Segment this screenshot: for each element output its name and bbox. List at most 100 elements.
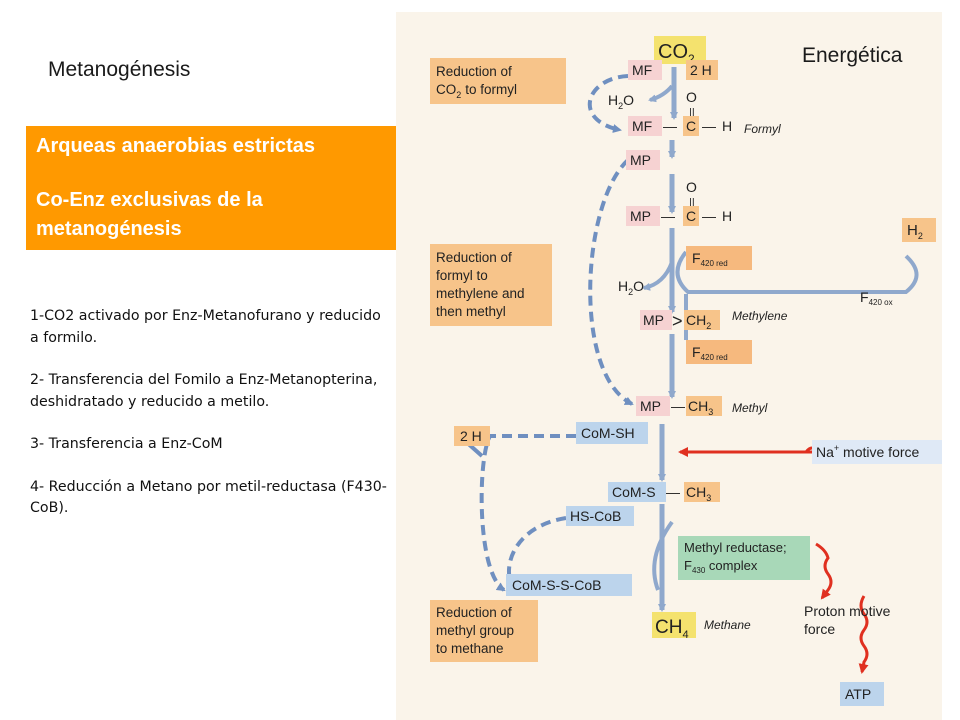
mf-formyl-box [628, 116, 662, 136]
atp-label: ATP [845, 686, 871, 702]
atp-box [840, 682, 884, 706]
hsh-recycle-arrow [479, 434, 576, 592]
proton-force-line1: Proton motive [804, 603, 891, 619]
bond-dash: — [702, 118, 716, 134]
formyl-double-bond: || [689, 107, 695, 119]
na-force-label: Na+ motive force [816, 443, 920, 460]
two-h-box [686, 60, 718, 80]
h2o-out-arrow [648, 84, 674, 103]
header-spacer [36, 161, 426, 186]
f420-red-box-2 [686, 340, 752, 364]
header-line-3: metanogénesis [36, 218, 182, 240]
h2o-out-arrow [642, 261, 674, 291]
ch3-box [686, 396, 722, 416]
methyl-reductase-line1: Methyl reductase; [684, 540, 787, 555]
step-3: 3- Transferencia a Enz-CoM [30, 436, 223, 452]
methyl-reductase-line2: F430 complex [684, 558, 758, 575]
bond-dash: — [666, 484, 680, 500]
header-line-1: Arqueas anaerobias estrictas [36, 135, 316, 157]
mp-methyl-box [636, 396, 670, 416]
carbon-label: C [686, 118, 696, 134]
reduction-co2-line1: Reduction of [436, 64, 512, 79]
mf-recycle-arrow [587, 74, 629, 133]
ch3-label-2: CH3 [686, 484, 711, 503]
carbon-box [683, 206, 699, 226]
mp-formyl-double-bond: || [689, 197, 695, 209]
proton-wavy-arrow [858, 595, 869, 674]
mp-methylene-box [640, 310, 672, 330]
co2-box [654, 36, 706, 64]
methane-label: Methane [704, 618, 751, 632]
ch2-label: CH2 [686, 312, 711, 331]
reduction-formyl-line1: Reduction of [436, 250, 512, 265]
corner-label: Energética [802, 44, 903, 67]
f420-red-label-1: F420 red [692, 250, 728, 268]
bond-dash: — [663, 118, 677, 134]
com-s-box [608, 482, 666, 502]
h2-box [902, 218, 936, 242]
reduction-formyl-line3: methylene and [436, 286, 525, 301]
f420-red-box-1 [686, 246, 752, 270]
ch3-box-2 [684, 482, 720, 502]
h2-label: H2 [907, 222, 923, 241]
mf-box [628, 60, 662, 80]
mp-methylene-label: MP [643, 312, 664, 328]
reduction-co2-box [430, 58, 566, 104]
formyl-oxygen: O [686, 89, 697, 105]
methyl-label: Methyl [732, 401, 768, 415]
ch4-label: CH4 [655, 617, 689, 641]
hs-cob-label: HS-CoB [570, 508, 621, 524]
methyl-reductase-box [678, 536, 810, 580]
two-h-label-2: 2 H [460, 428, 482, 444]
carbon-label: C [686, 208, 696, 224]
na-force-box [812, 440, 942, 464]
header-box: Arqueas anaerobias estrictas Co-Enz excl… [26, 126, 436, 250]
ch4-box [652, 612, 696, 638]
two-h-box-2 [454, 426, 490, 446]
carbon-box [683, 116, 699, 136]
co2-label: CO2 [658, 41, 695, 66]
com-sh-box [576, 422, 648, 444]
reduction-methyl-line2: methyl group [436, 623, 514, 638]
ch2-box [684, 310, 720, 330]
ch3-label: CH3 [688, 398, 713, 417]
reduction-methyl-box [430, 600, 538, 662]
header-line-2: Co-Enz exclusivas de la [36, 189, 263, 211]
f420-red-label-2: F420 red [692, 344, 728, 362]
h2o-label: H2O [608, 92, 634, 111]
hs-cob-box [566, 506, 634, 526]
mp-label: MP [630, 152, 651, 168]
com-s-s-cob-box [506, 574, 632, 596]
step-1: 1-CO2 activado por Enz-Metanofurano y re… [30, 308, 381, 346]
mf-formyl-label: MF [632, 118, 652, 134]
hydrogen-label: H [722, 118, 732, 134]
f420-ox-label: F420 ox [860, 289, 893, 307]
methylene-label: Methylene [732, 309, 788, 323]
methyl-reductase-wavy-arrow [815, 542, 833, 600]
slide-title: Metanogénesis [48, 58, 191, 81]
com-s-label: CoM-S [612, 484, 656, 500]
reduction-methyl-line3: to methane [436, 641, 504, 656]
methylene-bond: > [672, 311, 683, 331]
com-s-s-cob-label: CoM-S-S-CoB [512, 577, 601, 593]
reduction-formyl-line2: formyl to [436, 268, 488, 283]
mp-formyl-label: MP [630, 208, 651, 224]
two-h-label: 2 H [690, 62, 712, 78]
step-2: 2- Transferencia del Fomilo a Enz-Metano… [30, 372, 378, 410]
mp-formyl-box [626, 206, 660, 226]
step-4: 4- Reducción a Metano por metil-reductas… [30, 478, 387, 517]
mp-recycle-arrow [588, 158, 634, 406]
reduction-methyl-line1: Reduction of [436, 605, 512, 620]
reduction-formyl-line4: then methyl [436, 304, 506, 319]
mf-label: MF [632, 62, 652, 78]
f420-cycle [675, 250, 919, 294]
mp-formyl-oxygen: O [686, 179, 697, 195]
bond-dash: — [671, 398, 685, 414]
cob-curve [652, 520, 674, 591]
bond-dash: — [661, 208, 675, 224]
formyl-label: Formyl [744, 122, 781, 136]
h2o-label-2: H2O [618, 278, 644, 297]
reduction-formyl-box [430, 244, 552, 326]
